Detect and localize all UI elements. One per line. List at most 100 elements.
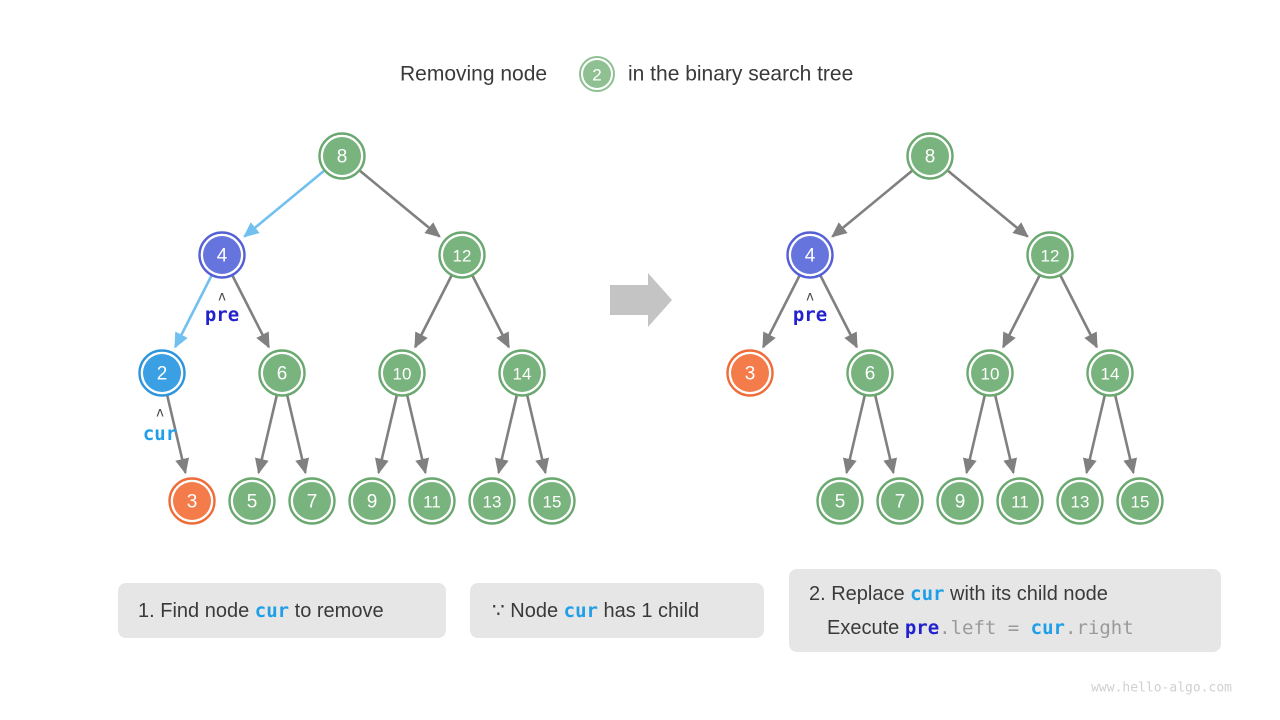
tree-node-12[interactable]: 12 (438, 231, 486, 279)
node-value: 3 (745, 364, 756, 385)
caption-3: 2. Replace cur with its child nodeExecut… (789, 569, 1221, 652)
caption-1: 1. Find node cur to remove (118, 583, 446, 638)
tree-edge (165, 395, 190, 475)
node-circle (1061, 482, 1099, 520)
tree-node-10[interactable]: 10 (378, 349, 426, 397)
node-value: 6 (865, 364, 876, 385)
node-ring (348, 477, 396, 525)
left-tree-nodes: 8 4 12 2 6 10 14 3 5 7 9 11 13 15 (138, 132, 576, 525)
tree-node-13[interactable]: 13 (1056, 477, 1104, 525)
node-circle (791, 236, 829, 274)
tree-edge (494, 395, 519, 475)
node-value: 7 (895, 492, 906, 513)
tree-edge (243, 169, 326, 238)
left-tree-edges (165, 169, 550, 475)
tree-edge (873, 395, 898, 475)
node-circle (821, 482, 859, 520)
tree-node-7[interactable]: 7 (288, 477, 336, 525)
tree-edge (173, 274, 213, 349)
caption-background (118, 583, 446, 638)
title-node-ring (579, 56, 615, 92)
node-value: 14 (1101, 365, 1120, 384)
tree-node-11[interactable]: 11 (408, 477, 456, 525)
node-circle (881, 482, 919, 520)
node-ring (936, 477, 984, 525)
node-circle (941, 482, 979, 520)
tree-node-9[interactable]: 9 (936, 477, 984, 525)
node-circle (233, 482, 271, 520)
node-value: 12 (1041, 247, 1060, 266)
caption-run: cur (1031, 617, 1065, 639)
node-ring (1026, 231, 1074, 279)
node-value: 13 (1071, 493, 1090, 512)
node-value: 2 (157, 364, 168, 385)
node-circle (911, 137, 949, 175)
tree-node-6[interactable]: 6 (846, 349, 894, 397)
node-value: 15 (1131, 493, 1150, 512)
tree-node-4[interactable]: 4 (786, 231, 834, 279)
pointer-label-cur: ʌ cur (143, 406, 177, 446)
node-ring (438, 231, 486, 279)
tree-edge (405, 395, 430, 475)
tree-node-12[interactable]: 12 (1026, 231, 1074, 279)
tree-edge (358, 169, 441, 238)
node-ring (876, 477, 924, 525)
node-ring (786, 231, 834, 279)
caption-run: cur (255, 600, 289, 622)
tree-node-5[interactable]: 5 (228, 477, 276, 525)
tree-edge (374, 395, 399, 475)
caption-line: Execute pre.left = cur.right (827, 617, 1134, 639)
tree-node-15[interactable]: 15 (1116, 477, 1164, 525)
tree-edge (525, 395, 550, 475)
tree-edge (831, 169, 914, 238)
tree-node-6[interactable]: 6 (258, 349, 306, 397)
caption-line: 2. Replace cur with its child node (809, 583, 1108, 605)
tree-node-8[interactable]: 8 (906, 132, 954, 180)
pointer-caret-icon: ʌ (156, 406, 164, 421)
node-circle (413, 482, 451, 520)
node-value: 11 (423, 493, 441, 512)
tree-node-2[interactable]: 2 (138, 349, 186, 397)
title-node: 2 (579, 56, 615, 92)
node-value: 5 (247, 492, 258, 513)
node-circle (1031, 236, 1069, 274)
right-tree-edges (761, 169, 1138, 475)
tree-node-3[interactable]: 3 (726, 349, 774, 397)
caption-run: .right (1065, 617, 1134, 639)
tree-edge (842, 395, 867, 475)
tree-node-8[interactable]: 8 (318, 132, 366, 180)
pointer-text: pre (793, 304, 827, 326)
title-prefix: Removing node (400, 63, 547, 86)
node-value: 9 (367, 492, 378, 513)
tree-node-11[interactable]: 11 (996, 477, 1044, 525)
caption-run: 2. Replace (809, 583, 910, 605)
tree-node-10[interactable]: 10 (966, 349, 1014, 397)
node-ring (906, 132, 954, 180)
caption-run: with its child node (945, 583, 1108, 605)
tree-node-3[interactable]: 3 (168, 477, 216, 525)
tree-node-15[interactable]: 15 (528, 477, 576, 525)
node-ring (378, 349, 426, 397)
node-value: 15 (543, 493, 562, 512)
tree-node-7[interactable]: 7 (876, 477, 924, 525)
node-circle (383, 354, 421, 392)
node-value: 13 (483, 493, 502, 512)
tree-node-13[interactable]: 13 (468, 477, 516, 525)
tree-node-14[interactable]: 14 (498, 349, 546, 397)
tree-edge (962, 395, 987, 475)
tree-edge (231, 274, 271, 349)
tree-edge (1113, 395, 1138, 475)
node-ring (1086, 349, 1134, 397)
node-circle (173, 482, 211, 520)
tree-node-4[interactable]: 4 (198, 231, 246, 279)
tree-node-9[interactable]: 9 (348, 477, 396, 525)
title-group: Removing node 2 in the binary search tre… (400, 56, 853, 92)
tree-node-14[interactable]: 14 (1086, 349, 1134, 397)
node-value: 7 (307, 492, 318, 513)
tree-node-5[interactable]: 5 (816, 477, 864, 525)
node-circle (293, 482, 331, 520)
tree-edge (1001, 274, 1041, 349)
pointer-text: cur (143, 423, 177, 445)
